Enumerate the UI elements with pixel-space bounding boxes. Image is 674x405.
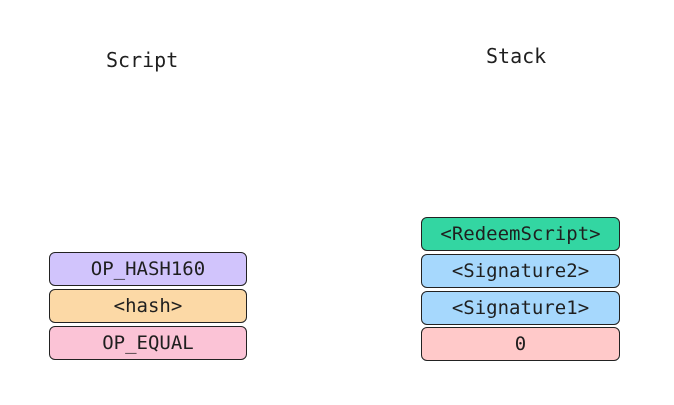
stack-item-redeem-script: <RedeemScript> [421, 217, 620, 251]
stack-item-zero: 0 [421, 327, 620, 361]
script-heading: Script [106, 48, 179, 72]
script-item-op-hash160: OP_HASH160 [49, 252, 247, 286]
stack-heading: Stack [486, 44, 547, 68]
stack-item-signature1: <Signature1> [421, 291, 620, 325]
script-item-op-equal: OP_EQUAL [49, 326, 247, 360]
script-item-hash: <hash> [49, 289, 247, 323]
stack-item-signature2: <Signature2> [421, 254, 620, 288]
